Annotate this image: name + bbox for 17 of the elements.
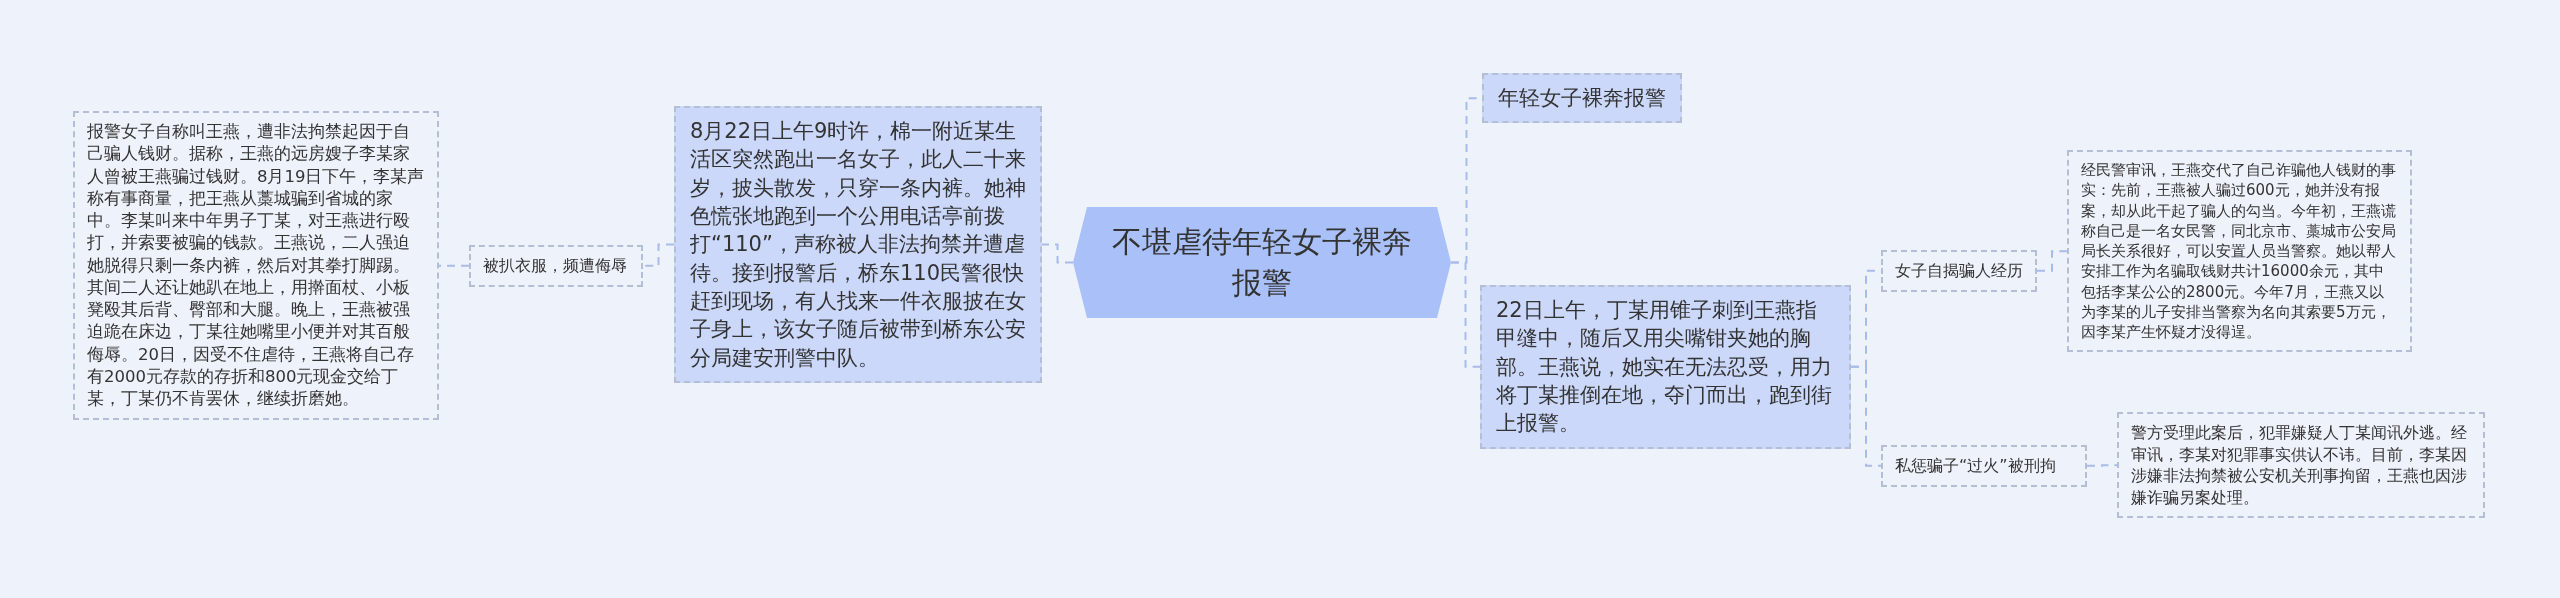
topic-box: 不堪虐待年轻女子裸奔报警	[1073, 207, 1451, 318]
connector-line	[1041, 243, 1074, 264]
connector-line	[1450, 261, 1481, 368]
connector-line	[438, 264, 470, 267]
text-box: 报警女子自称叫王燕，遭非法拘禁起因于自己骗人钱财。据称，王燕的远房嫂子李某家人曾被王燕骗过钱财。8月19日下午，李某声称有事商量，把王燕从藁城骗到省城的家中。李某叫来中年男子丁某，对王燕进行殴打，并索要被骗的钱款。王燕说，二人强迫她脱得只剩一条内裤，然后对其拳打脚踢。其间二人还让她趴在地上，用擀面杖、小板凳殴其后背、臀部和大腿。晚上，王燕被强迫跪在床边，丁某往她嘴里小便并对其百般侮辱。20日，因受不住虐待，王燕将自己存有2000元存款的存折和800元现金交给丁某，丁某仍不肯罢休，继续折磨她。	[73, 111, 439, 421]
text-box: 女子自揭骗人经历	[1881, 250, 2037, 292]
connector-line	[2086, 464, 2118, 467]
text-box: 被扒衣服，频遭侮辱	[469, 245, 643, 287]
connector-line	[2036, 250, 2068, 272]
text-box: 警方受理此案后，犯罪嫌疑人丁某闻讯外逃。经审讯，李某对犯罪事实供认不讳。目前，李某因涉嫌非法拘禁被公安机关刑事拘留，王燕也因涉嫌诈骗另案处理。	[2117, 412, 2485, 519]
text-box: 8月22日上午9时许，棉一附近某生活区突然跑出一名女子，此人二十来岁，披头散发，只穿一条内裤。她神色慌张地跑到一个公用电话亭前拨打“110”，声称被人非法拘禁并遭虐待。接到报警后，桥东110民警很快赶到现场，有人找来一件衣服披在女子身上，该女子随后被带到桥东公安分局建安刑警中队。	[674, 106, 1042, 384]
text-box: 经民警审讯，王燕交代了自己诈骗他人钱财的事实：先前，王燕被人骗过600元，她并没有报案，却从此干起了骗人的勾当。今年初，王燕谎称自己是一名女民警，同北京市、藁城市公安局局长关系很好，可以安置人员当警察。她以帮人安排工作为名骗取钱财共计16000余元，其中包括李某公公的2800元。今年7月，王燕又以为李某的儿子安排当警察为名向其索要5万元，因李某产生怀疑才没得逞。	[2067, 150, 2412, 353]
connector-line	[1850, 365, 1882, 467]
text-box: 年轻女子裸奔报警	[1482, 73, 1682, 124]
text-box: 22日上午，丁某用锥子刺到王燕指甲缝中，随后又用尖嘴钳夹她的胸部。王燕说，她实在无法忍受，用力将丁某推倒在地，夺门而出，跑到街上报警。	[1480, 285, 1851, 449]
text-box: 私惩骗子“过火”被刑拘	[1881, 445, 2087, 487]
connector-line	[642, 243, 675, 267]
